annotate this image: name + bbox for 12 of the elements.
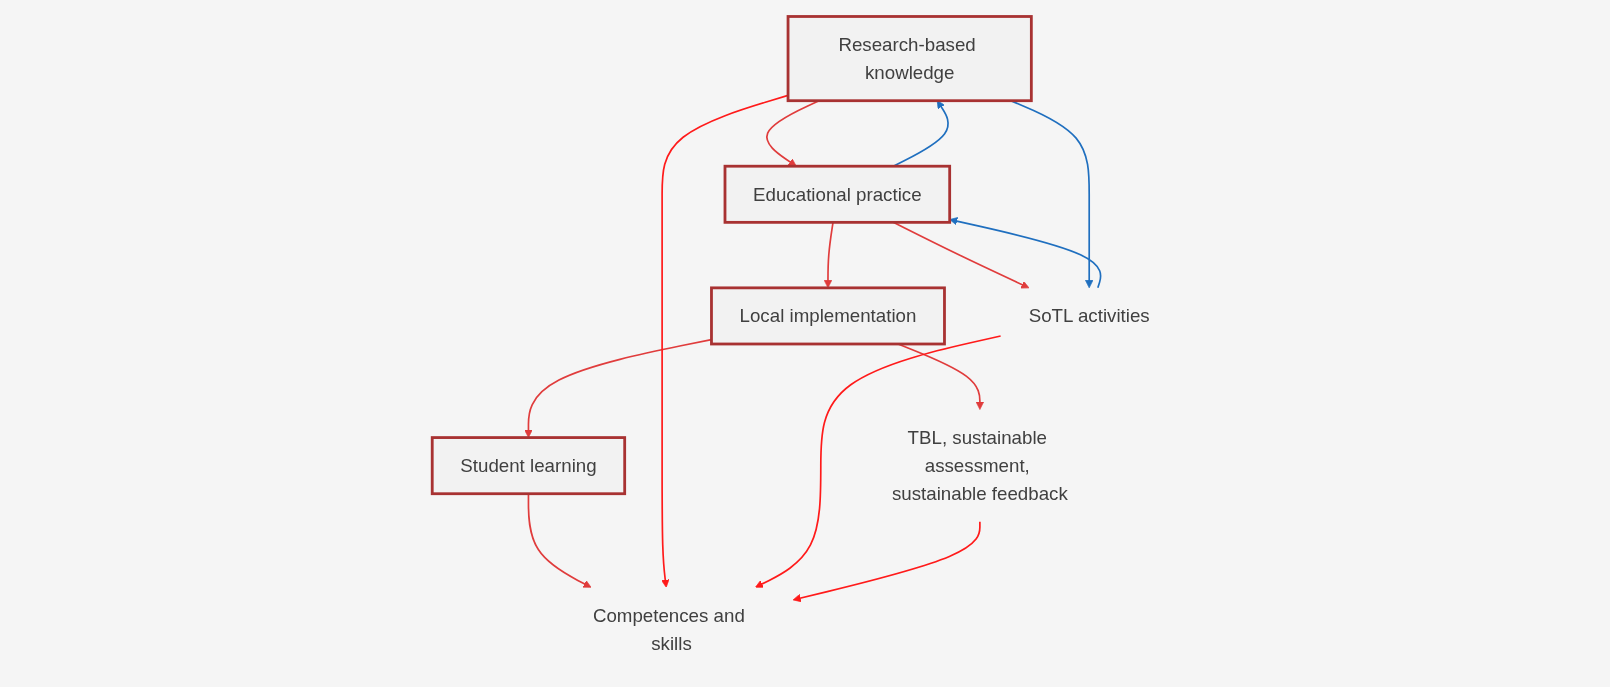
arrow bbox=[661, 94, 789, 588]
node-box: Student learning bbox=[430, 435, 627, 495]
node-box: Research-based knowledge bbox=[786, 14, 1033, 102]
node-text: SoTL activities bbox=[1028, 305, 1150, 326]
arrow bbox=[755, 334, 1002, 588]
arrow bbox=[949, 216, 1102, 289]
arrow bbox=[792, 520, 981, 602]
node-box: Educational practice bbox=[723, 164, 952, 224]
arrow bbox=[823, 221, 834, 288]
node-text: TBL, sustainable assessment, sustainable feedback bbox=[891, 426, 1068, 504]
node-text: Competences and skills bbox=[592, 604, 745, 654]
node-box: Local implementation bbox=[710, 285, 946, 345]
